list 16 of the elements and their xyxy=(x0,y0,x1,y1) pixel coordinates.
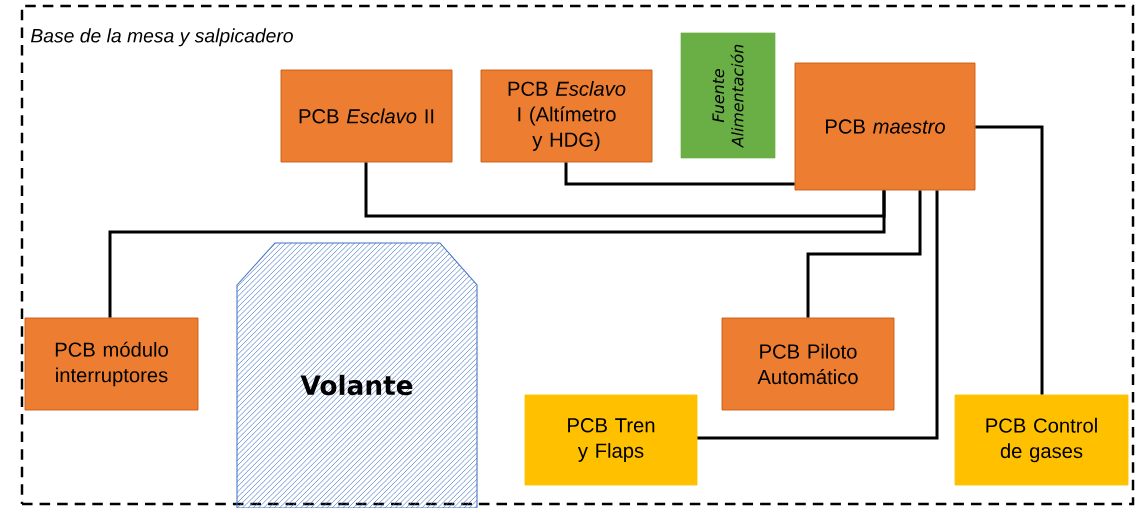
yoke-block: Volante xyxy=(236,242,478,508)
pcb-box: PCB Control de gases xyxy=(954,394,1129,486)
power-supply-box: Fuente Alimentación xyxy=(680,32,776,159)
connector-line xyxy=(564,162,795,186)
pcb-box: PCB Tren y Flaps xyxy=(524,394,698,486)
pcb-box: PCB maestro xyxy=(794,62,976,191)
connector-line xyxy=(975,125,1044,395)
connector-line xyxy=(806,190,922,318)
connector-line xyxy=(364,162,886,218)
pcb-box: PCB Esclavo I (Altímetro y HDG) xyxy=(480,69,653,163)
pcb-box: PCB Esclavo II xyxy=(280,69,453,163)
connector-line xyxy=(697,190,939,440)
pcb-box: PCB Piloto Automático xyxy=(721,317,895,411)
heading: Base de la mesa y salpicadero xyxy=(30,28,293,47)
pcb-box: PCB módulo interruptores xyxy=(24,317,199,411)
connector-line xyxy=(108,190,886,318)
